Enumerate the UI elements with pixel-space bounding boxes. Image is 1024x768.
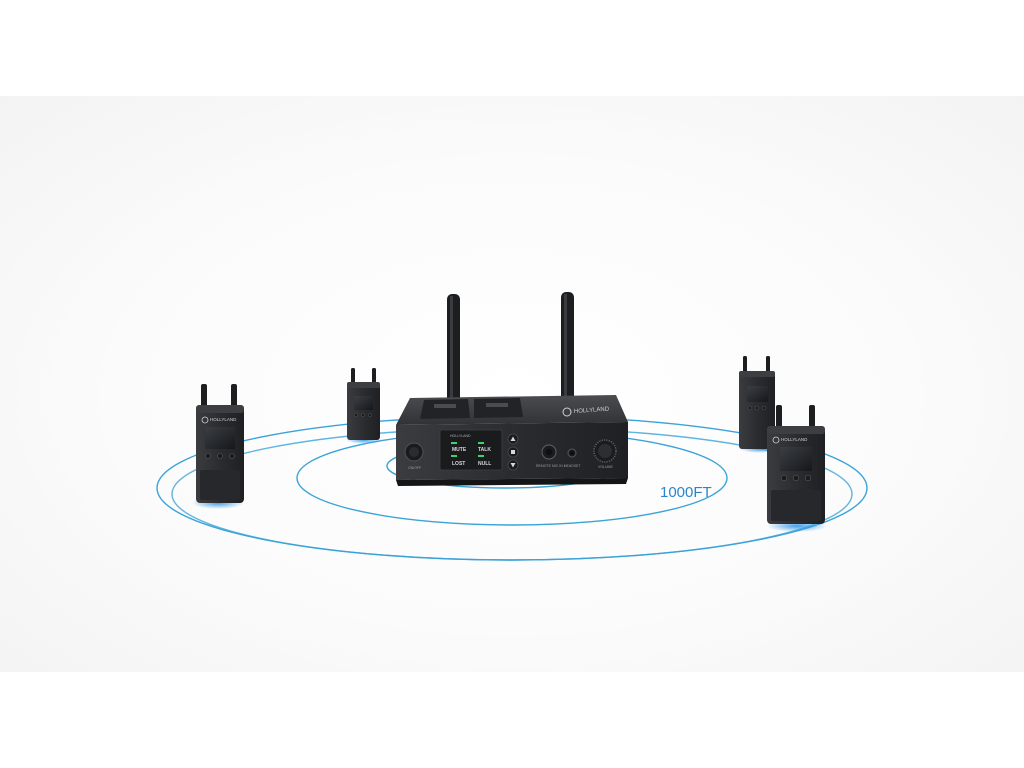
status-panel (439, 429, 503, 471)
beltpack-button[interactable] (354, 413, 358, 417)
beltpack-button[interactable] (747, 405, 753, 411)
beltpack-left-front-brand: HOLLYLAND (210, 417, 237, 422)
beltpack-button[interactable] (229, 453, 235, 459)
beltpack-right-back-screen (747, 386, 768, 402)
beltpack-left-front-screen (205, 427, 235, 449)
beltpack-button[interactable] (205, 453, 211, 459)
beltpack-button[interactable] (792, 474, 800, 482)
beltpack-right-front-screen (780, 447, 812, 471)
square-icon (511, 450, 515, 454)
down-arrow-icon (510, 463, 516, 468)
beltpack-left-front: HOLLYLAND (196, 384, 244, 503)
base-station: HOLLYLAND ON/OFF HOLLYLAND MUTE TALK LOS… (396, 292, 628, 486)
headset-label: HEADSET (564, 464, 581, 468)
background-band (0, 96, 1024, 672)
status-talk: TALK (478, 447, 491, 453)
power-label: ON/OFF (408, 466, 421, 470)
beltpack-left-back (347, 368, 380, 440)
beltpack-button[interactable] (761, 405, 767, 411)
up-arrow-icon (510, 436, 516, 441)
beltpack-right-front: HOLLYLAND (767, 405, 825, 524)
beltpack-left-back-screen (354, 396, 373, 410)
status-mute: MUTE (452, 447, 467, 453)
beltpack-button[interactable] (754, 405, 760, 411)
beltpack-button[interactable] (361, 413, 365, 417)
beltpack-button[interactable] (368, 413, 372, 417)
beltpack-button[interactable] (217, 453, 223, 459)
base-brand-label: HOLLYLAND (574, 407, 610, 415)
remote-mic-label: REMOTE MIC IN 1 (536, 464, 566, 468)
beltpack-button[interactable] (780, 474, 788, 482)
beltpack-button[interactable] (804, 474, 812, 482)
beltpack-right-front-brand: HOLLYLAND (781, 437, 808, 442)
status-lost: LOST (452, 461, 465, 467)
status-null: NULL (478, 461, 491, 467)
panel-title: HOLLYLAND (450, 434, 471, 438)
volume-label: VOLUME (598, 465, 613, 469)
range-label: 1000FT (660, 484, 712, 501)
nav-buttons (507, 433, 519, 471)
beltpack-right-back (739, 356, 775, 449)
